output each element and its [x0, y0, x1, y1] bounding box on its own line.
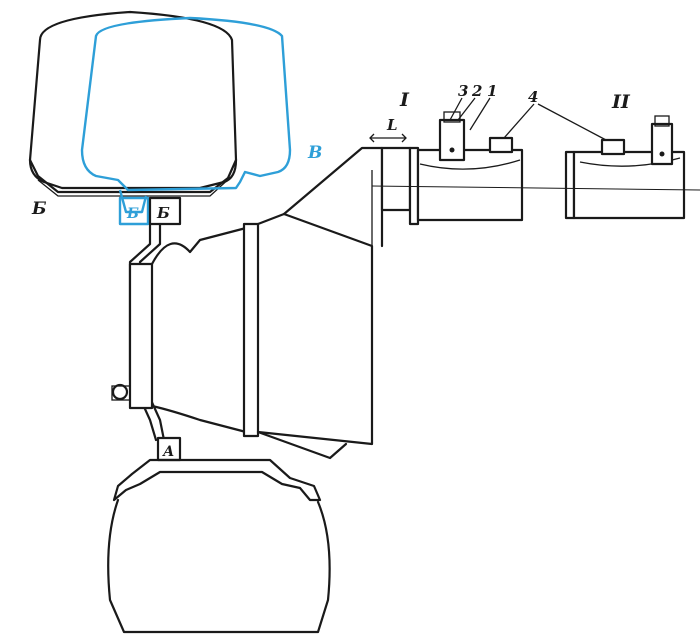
label-b-box: Б — [156, 204, 170, 222]
axle-center-line — [371, 185, 700, 191]
support-arm — [111, 222, 166, 442]
label-dim-l: L — [386, 116, 398, 134]
upper-hub-box-black — [148, 196, 182, 226]
label-num-1: 1 — [487, 82, 497, 100]
label-a-box: А — [162, 444, 174, 460]
label-num-4: 4 — [528, 88, 538, 106]
label-b-left: Б — [31, 199, 47, 219]
label-b-blue: Б — [126, 206, 139, 222]
label-roman-2: II — [611, 91, 631, 113]
axle-tube-section-2 — [564, 115, 686, 220]
upper-wheel-blue — [80, 16, 292, 214]
axle-housing — [150, 146, 384, 460]
label-num-3: 3 — [458, 82, 468, 100]
label-roman-1: I — [399, 89, 410, 111]
upper-hub-box-blue — [118, 196, 150, 226]
upper-wheel-black — [28, 10, 238, 197]
label-num-2: 2 — [471, 82, 482, 100]
lower-wheel — [107, 436, 331, 634]
axle-tube-section-1 — [369, 111, 524, 226]
label-v-blue: В — [307, 143, 322, 163]
leader-lines — [449, 97, 607, 141]
